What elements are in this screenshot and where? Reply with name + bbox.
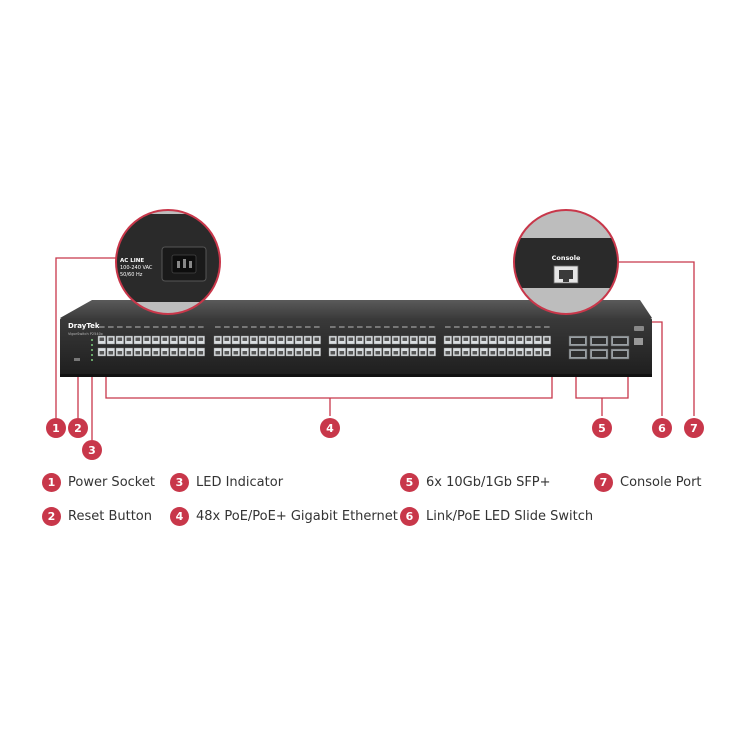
svg-text:5: 5 (598, 422, 606, 435)
svg-text:3: 3 (88, 444, 96, 457)
leader-line-6 (650, 321, 663, 416)
sfp-ports (568, 335, 630, 360)
ac-line-text-1: AC LINE (120, 258, 144, 264)
leader-line-1 (55, 257, 118, 418)
legend-label: Power Socket (68, 474, 155, 490)
callout-badge-7: 7 (684, 418, 704, 438)
svg-text:7: 7 (690, 422, 698, 435)
zoom-console-port: Console (513, 209, 619, 315)
chassis-front (60, 318, 652, 376)
svg-text:4: 4 (326, 422, 334, 435)
legend-item-6: 6 Link/PoE LED Slide Switch (400, 505, 593, 527)
ac-line-text-2: 100-240 VAC (120, 265, 153, 271)
console-label: Console (552, 254, 581, 262)
legend-badge: 7 (594, 472, 613, 492)
model-label: VigorSwitch P2540x (68, 332, 103, 336)
chassis-top (60, 300, 652, 318)
svg-text:1: 1 (52, 422, 60, 435)
legend-item-1: 1 Power Socket (42, 471, 155, 493)
legend-label: 48x PoE/PoE+ Gigabit Ethernet (196, 508, 398, 524)
console-port-small (634, 338, 643, 345)
leader-line-4 (105, 374, 553, 399)
callout-badges: 1 2 3 4 5 6 7 (46, 418, 704, 460)
legend-item-2: 2 Reset Button (42, 505, 152, 527)
legend-item-5: 5 6x 10Gb/1Gb SFP+ (400, 471, 551, 493)
legend-label: LED Indicator (196, 474, 284, 490)
zoom-power-socket: AC LINE 100-240 VAC 50/60 Hz (115, 209, 221, 315)
led-indicator (91, 339, 93, 361)
legend-badge: 1 (42, 472, 61, 492)
legend-badge: 2 (42, 506, 61, 526)
reset-button (74, 358, 80, 361)
svg-text:2: 2 (74, 422, 82, 435)
legend-badge: 6 (400, 506, 419, 526)
legend-label: Link/PoE LED Slide Switch (426, 508, 594, 524)
legend-item-7: 7 Console Port (594, 471, 702, 493)
legend-label: 6x 10Gb/1Gb SFP+ (426, 474, 551, 490)
callout-badge-2: 2 (68, 418, 88, 438)
ac-line-text-3: 50/60 Hz (120, 272, 143, 278)
leader-line-7 (614, 261, 695, 416)
callout-badge-1: 1 (46, 418, 66, 438)
callout-badge-6: 6 (652, 418, 672, 438)
switch-chassis: DrayTek VigorSwitch P2540x (60, 300, 652, 377)
svg-text:6: 6 (658, 422, 666, 435)
legend-label: Reset Button (68, 508, 152, 524)
legend-badge: 3 (170, 472, 189, 492)
callout-badge-5: 5 (592, 418, 612, 438)
legend-item-3: 3 LED Indicator (170, 471, 283, 493)
legend-item-4: 4 48x PoE/PoE+ Gigabit Ethernet (170, 505, 398, 527)
callout-badge-4: 4 (320, 418, 340, 438)
brand-logo: DrayTek (68, 322, 100, 330)
ethernet-ports (97, 326, 551, 357)
leader-lines (55, 257, 695, 440)
legend-badge: 5 (400, 472, 419, 492)
led-slide-switch (634, 326, 644, 331)
legend-label: Console Port (620, 474, 702, 490)
callout-badge-3: 3 (82, 440, 102, 460)
legend-badge: 4 (170, 506, 189, 526)
